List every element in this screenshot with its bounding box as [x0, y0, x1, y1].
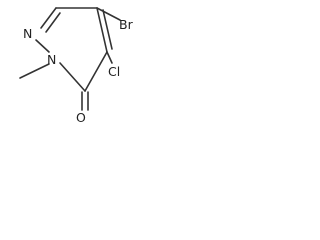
bond-n1-c6-double — [45, 12, 61, 33]
atom-label-o: O — [76, 110, 86, 125]
bond-c4-c3 — [84, 51, 108, 92]
bond-c5-br — [96, 7, 121, 21]
atom-label-cl: Cl — [108, 64, 120, 79]
bond-n2-methyl — [19, 63, 50, 79]
atom-label-n2: N — [47, 52, 56, 67]
bond-n2-n1 — [35, 39, 50, 53]
atom-label-br: Br — [119, 17, 134, 32]
bond-c5-c4 — [96, 7, 108, 53]
bond-n1-c6 — [40, 7, 57, 29]
atom-label-n1: N — [23, 26, 32, 41]
bond-c5-c4-double — [102, 9, 113, 50]
pyridazinone-structure: N N Br Cl O — [19, 7, 134, 125]
bond-c4-cl — [106, 51, 113, 64]
bond-c3-n2 — [59, 62, 86, 92]
